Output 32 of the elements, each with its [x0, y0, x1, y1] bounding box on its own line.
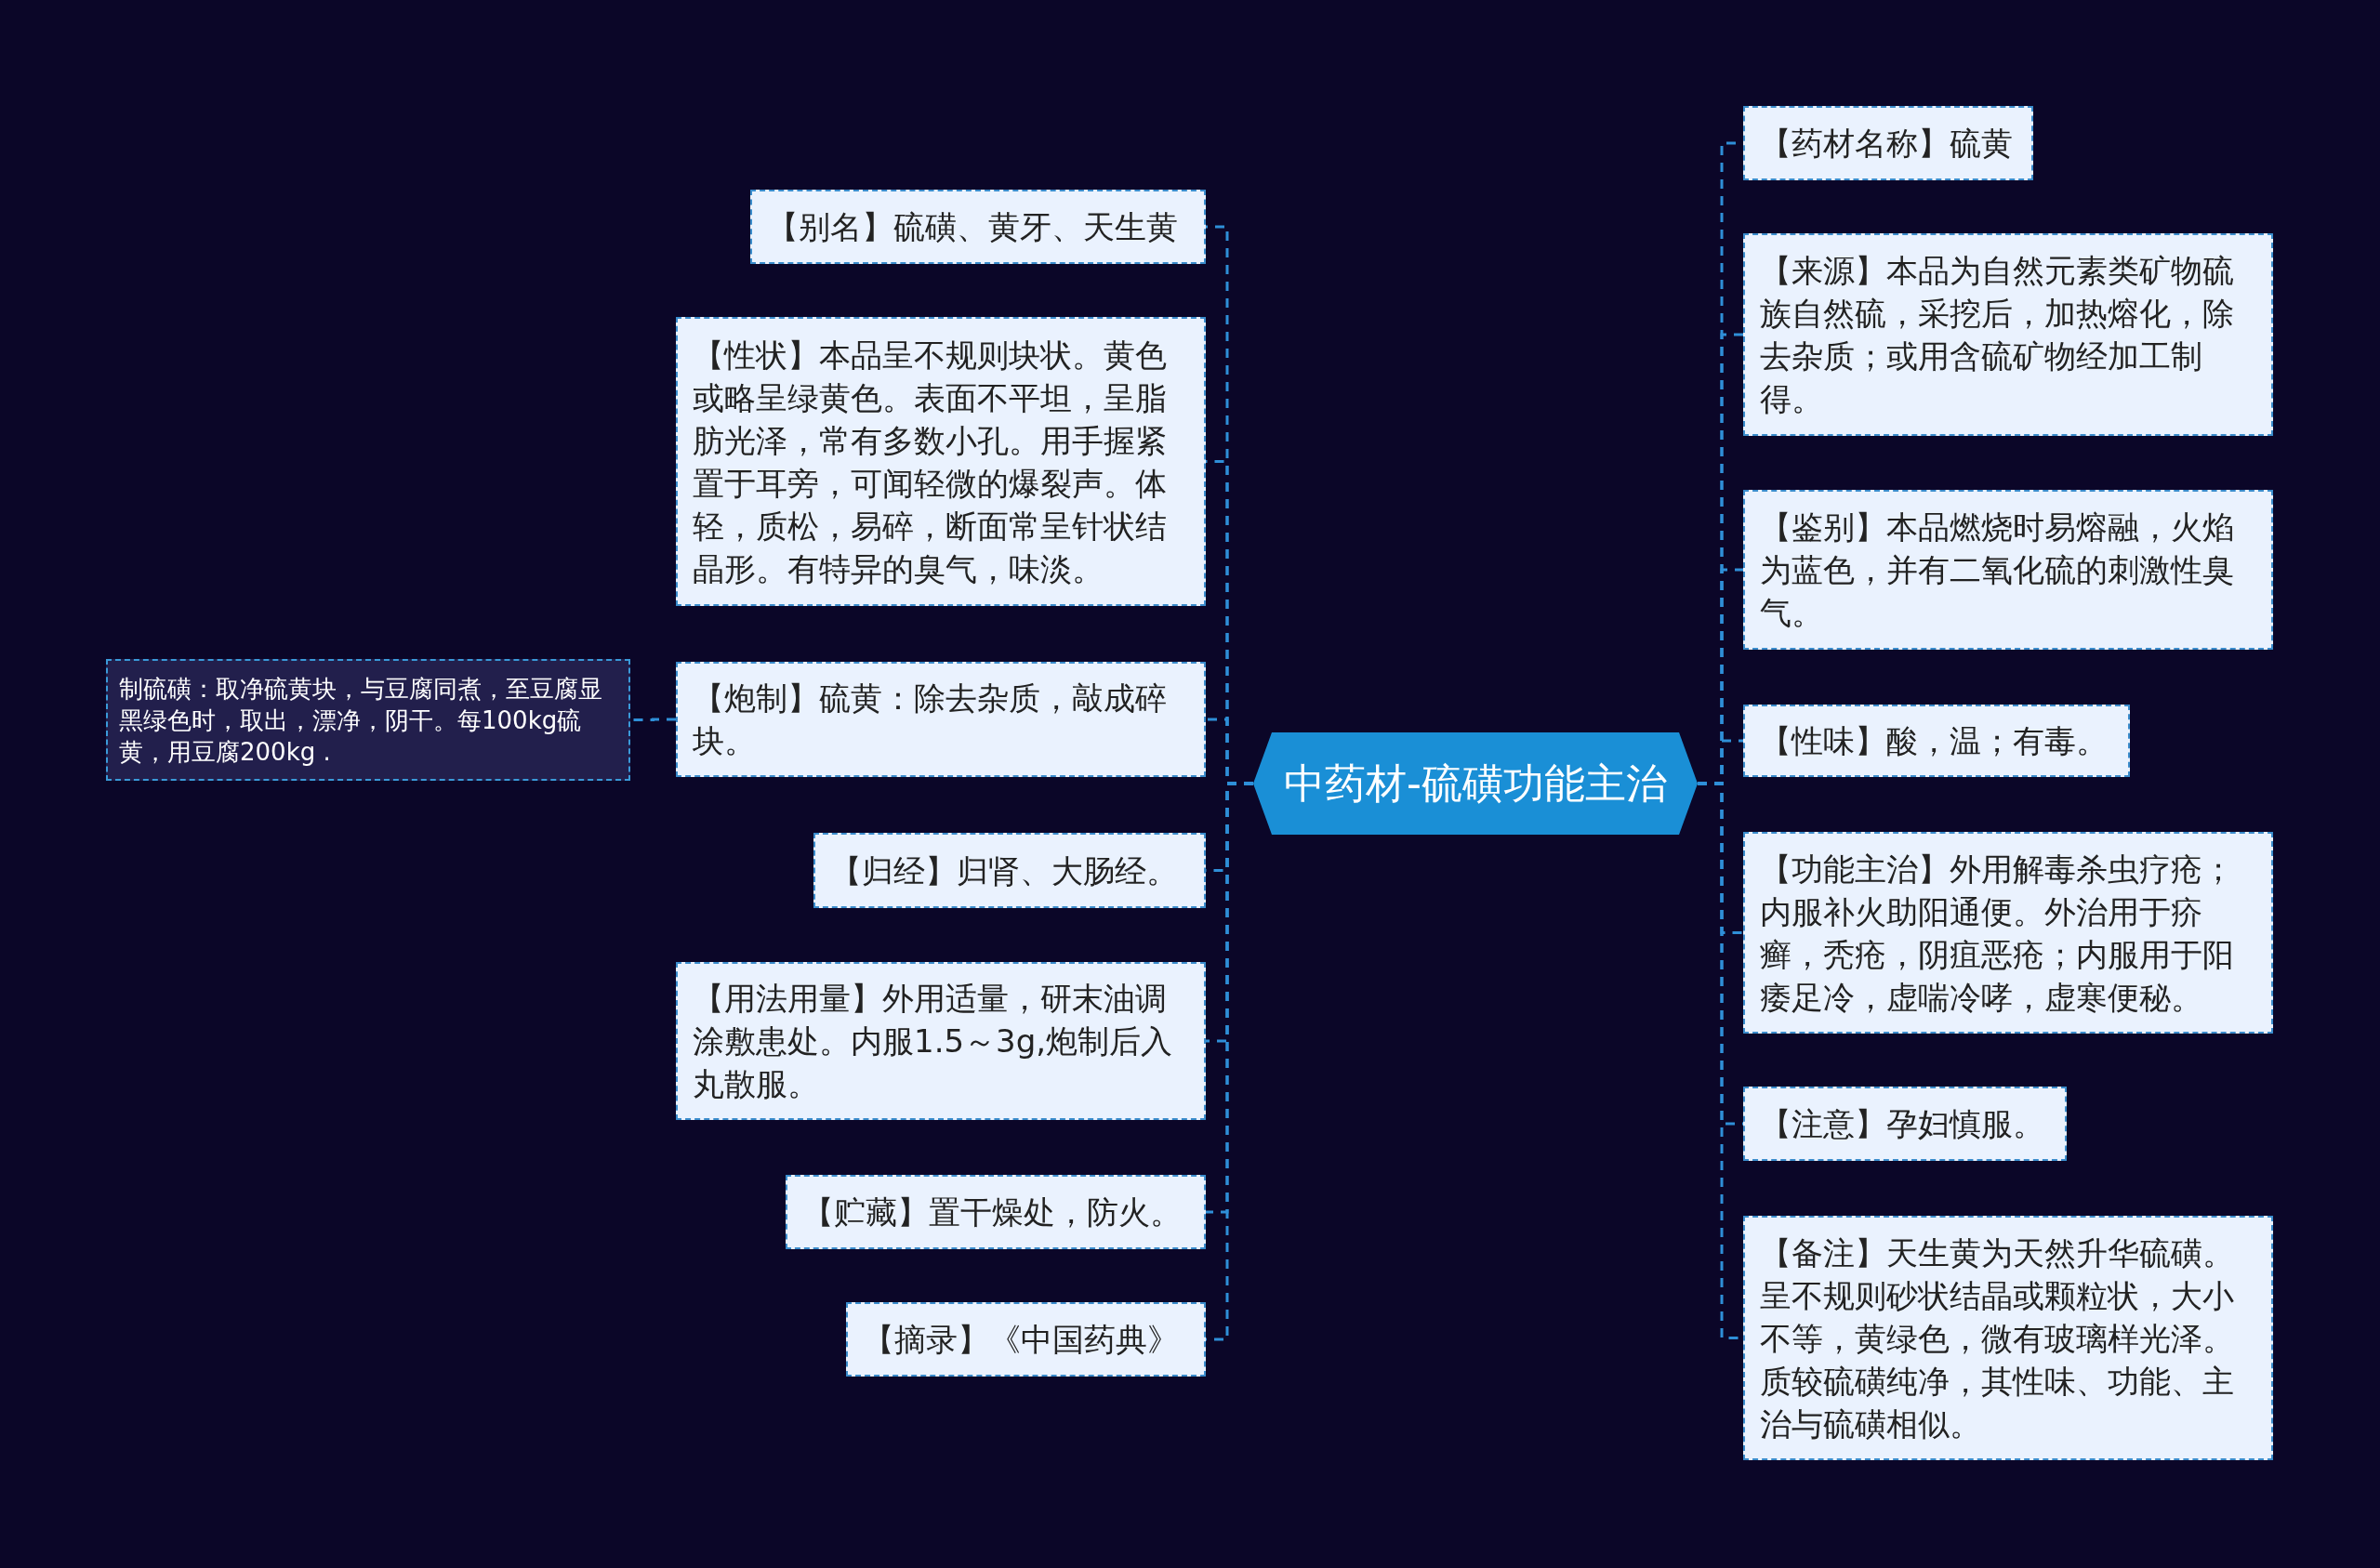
topic-text: 【归经】归肾、大肠经。: [830, 850, 1178, 891]
topic-text: 【性味】酸，温；有毒。: [1760, 721, 2108, 761]
topic-box: [1743, 1216, 2273, 1460]
topic-text: 【鉴别】本品燃烧时易熔融，火焰为蓝色，并有二氧化硫的刺激性臭气。: [1760, 507, 2235, 633]
topic-text: 【性状】本品呈不规则块状。黄色或略呈绿黄色。表面不平坦，呈脂肪光泽，常有多数小孔。用手握紧置于耳旁，可闻轻微的爆裂声。体轻，质松，易碎，断面常呈针状结晶形。有特异的臭气，味淡。: [693, 335, 1168, 589]
central-topic-hexagon: [1253, 732, 1698, 835]
topic-text: 【备注】天生黄为天然升华硫磺。呈不规则砂状结晶或颗粒状，大小不等，黄绿色，微有玻璃样光泽。质较硫磺纯净，其性味、功能、主治与硫磺相似。: [1760, 1232, 2235, 1444]
topic-text: 【注意】孕妇慎服。: [1760, 1104, 2044, 1144]
topic-box: [1743, 106, 2033, 180]
topic-text: 【功能主治】外用解毒杀虫疗疮；内服补火助阳通便。外治用于疥癣，秃疮，阴疽恶疮；内服用于阳痿足冷，虚喘冷哮，虚寒便秘。: [1760, 849, 2235, 1018]
topic-title: 中药材-硫磺功能主治: [1284, 758, 1667, 809]
topic-box: [846, 1302, 1206, 1377]
topic-text: 【摘录】《中国药典》: [863, 1320, 1179, 1360]
topic-text: 【来源】本品为自然元素类矿物硫族自然硫，采挖后，加热熔化，除去杂质；或用含硫矿物经加工制得。: [1760, 251, 2235, 419]
topic-box: [1743, 705, 2130, 777]
note-box: [106, 659, 630, 781]
topic-text: 【别名】硫磺、黄牙、天生黄: [767, 207, 1178, 247]
topic-box: [750, 190, 1206, 264]
topic-box: [1743, 832, 2273, 1034]
topic-box: [676, 962, 1206, 1120]
topic-box: [676, 662, 1206, 777]
topic-text: 制硫磺：取净硫黄块，与豆腐同煮，至豆腐显黑绿色时，取出，漂净，阴干。每100kg硫黄，用豆腐200kg .: [119, 673, 603, 768]
topic-box: [1743, 490, 2273, 650]
topic-box: [1743, 1087, 2067, 1161]
topic-box: [813, 833, 1206, 908]
topic-text: 【药材名称】硫黄: [1760, 124, 2013, 164]
topic-box: [786, 1175, 1206, 1249]
topic-box: [676, 317, 1206, 606]
topic-text: 【贮藏】置干燥处，防火。: [802, 1192, 1182, 1232]
topic-text: 【用法用量】外用适量，研末油调涂敷患处。内服1.5～3g,炮制后入丸散服。: [693, 979, 1174, 1104]
topic-text: 【炮制】硫黄：除去杂质，敲成碎块。: [693, 679, 1168, 761]
topic-box: [1743, 233, 2273, 436]
